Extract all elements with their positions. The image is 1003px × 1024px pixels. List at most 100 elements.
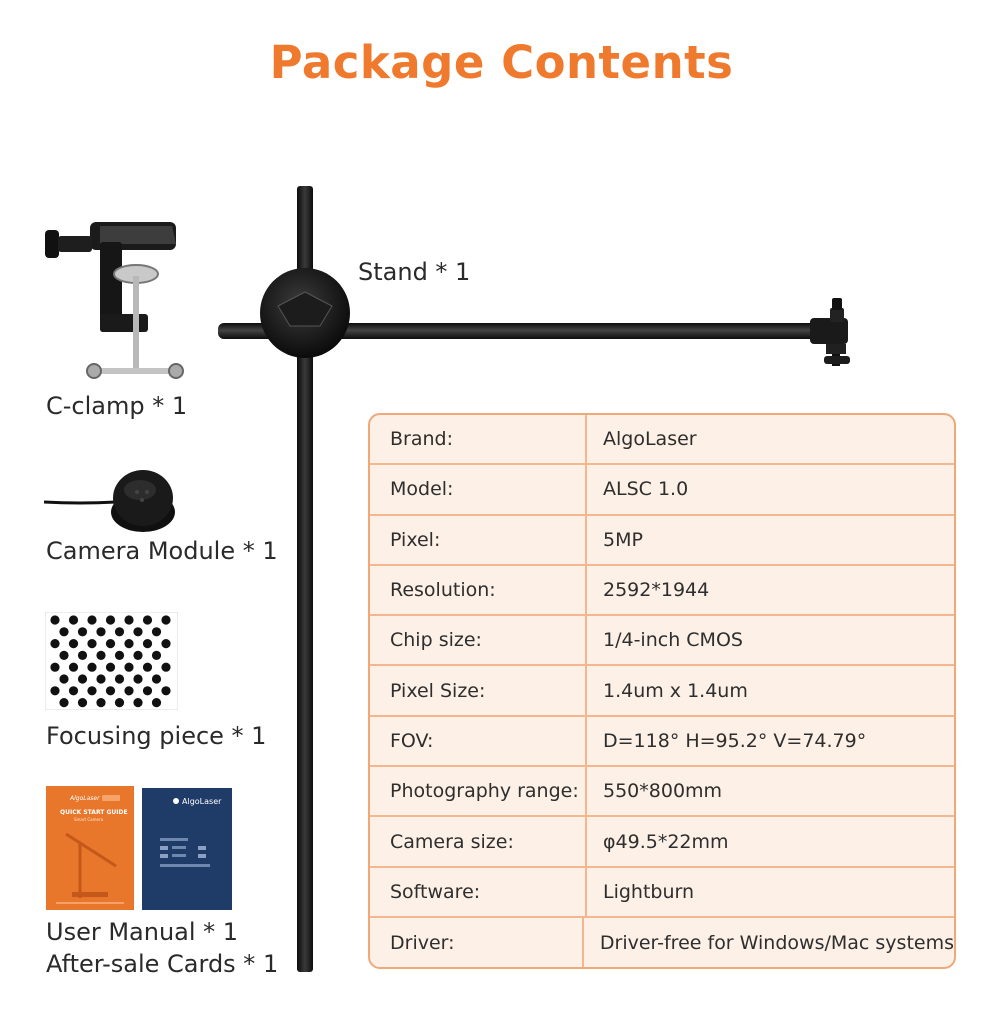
focusing-dot (68, 662, 79, 672)
spec-value: 5MP (603, 528, 643, 551)
focusing-dot (77, 674, 88, 684)
spec-row-software: Software: Lightburn (370, 867, 954, 918)
focusing-dot (50, 615, 60, 625)
camera-module-image (43, 470, 175, 532)
manual-brand: AlgoLaser (69, 795, 100, 802)
spec-value: 550*800mm (603, 780, 723, 803)
focusing-dot (77, 698, 88, 708)
spec-value: 1.4um x 1.4um (603, 679, 748, 702)
spec-value: Driver-free for Windows/Mac systems (599, 932, 954, 955)
spec-value: AlgoLaser (603, 428, 697, 451)
spec-key: Driver: (370, 917, 584, 967)
focusing-dot (161, 662, 171, 672)
focusing-dot (68, 686, 79, 696)
spec-row-chip-size: Chip size: 1/4-inch CMOS (370, 616, 954, 667)
focusing-dot (87, 639, 97, 649)
spec-row-driver: Driver: Driver-free for Windows/Mac syst… (370, 917, 954, 967)
camera-module-label: Camera Module * 1 (46, 537, 278, 565)
focusing-dot (59, 698, 69, 708)
focusing-dot (87, 686, 97, 696)
focusing-dot (105, 615, 116, 625)
focusing-piece-label: Focusing piece * 1 (46, 722, 267, 750)
card-brand: AlgoLaser (182, 797, 222, 806)
focusing-dot (133, 650, 143, 660)
spec-value: D=118° H=95.2° V=74.79° (603, 729, 867, 752)
spec-key: Pixel: (370, 515, 587, 564)
focusing-dot (87, 662, 97, 672)
spec-key: Camera size: (370, 817, 587, 866)
focusing-dot (59, 627, 69, 637)
focusing-dot (161, 615, 171, 625)
c-clamp-image (45, 222, 184, 379)
spec-value: Lightburn (603, 880, 695, 903)
focusing-dot (59, 674, 69, 684)
focusing-dot (59, 650, 69, 660)
focusing-dot (105, 686, 116, 696)
focusing-dot (114, 698, 125, 708)
spec-key: Resolution: (370, 565, 587, 615)
focusing-dot (142, 662, 153, 672)
spec-table: Brand: AlgoLaser Model: ALSC 1.0 Pixel: … (368, 413, 956, 969)
focusing-dot (77, 627, 88, 637)
focusing-dot (124, 639, 134, 649)
focusing-dot (161, 639, 171, 649)
focusing-dot (96, 698, 106, 708)
stand-label: Stand * 1 (358, 258, 471, 286)
spec-key: Pixel Size: (370, 666, 587, 715)
focusing-dot (133, 627, 143, 637)
spec-row-camera-size: Camera size: φ49.5*22mm (370, 817, 954, 868)
focusing-dot (151, 674, 162, 684)
spec-key: Model: (370, 465, 587, 514)
focusing-dot (77, 650, 88, 660)
spec-key: Brand: (370, 415, 587, 464)
stand-illustration (218, 186, 850, 972)
spec-key: Chip size: (370, 616, 587, 665)
focusing-dot (124, 662, 134, 672)
focusing-dot (124, 615, 134, 625)
spec-key: Photography range: (370, 767, 587, 816)
after-sale-cards-label: After-sale Cards * 1 (46, 950, 279, 978)
focusing-dot (68, 639, 79, 649)
focusing-dot (151, 627, 162, 637)
spec-row-pixel: Pixel: 5MP (370, 515, 954, 566)
focusing-dot (142, 686, 153, 696)
focusing-dot (151, 650, 162, 660)
spec-value: 2592*1944 (603, 579, 710, 602)
focusing-dot (142, 639, 153, 649)
spec-value: 1/4-inch CMOS (603, 629, 743, 652)
focusing-dot (124, 686, 134, 696)
focusing-dot (161, 686, 171, 696)
focusing-dot (68, 615, 79, 625)
focusing-dot (133, 698, 143, 708)
focusing-dot (96, 627, 106, 637)
spec-value: φ49.5*22mm (603, 830, 729, 853)
focusing-dot (50, 686, 60, 696)
spec-row-fov: FOV: D=118° H=95.2° V=74.79° (370, 716, 954, 768)
focusing-dot (96, 674, 106, 684)
manual-title: QUICK START GUIDE (60, 809, 128, 816)
focusing-dot (87, 615, 97, 625)
focusing-dot (151, 698, 162, 708)
focusing-dot (114, 627, 125, 637)
spec-row-pixel-size: Pixel Size: 1.4um x 1.4um (370, 666, 954, 717)
focusing-dot (133, 674, 143, 684)
after-sale-card-image: AlgoLaser (142, 788, 232, 910)
user-manual-image: AlgoLaser QUICK START GUIDE Smart Camera (46, 786, 134, 910)
focusing-dot (50, 639, 60, 649)
focusing-dot (114, 650, 125, 660)
spec-row-resolution: Resolution: 2592*1944 (370, 565, 954, 617)
manual-subtitle: Smart Camera (74, 817, 104, 822)
spec-key: Software: (370, 867, 587, 916)
focusing-dot (105, 639, 116, 649)
focusing-dot (105, 662, 116, 672)
spec-value: ALSC 1.0 (603, 478, 689, 501)
page-title: Package Contents (269, 36, 734, 89)
user-manual-label: User Manual * 1 (46, 918, 239, 946)
spec-row-model: Model: ALSC 1.0 (370, 465, 954, 516)
focusing-dot (50, 662, 60, 672)
spec-row-photography-range: Photography range: 550*800mm (370, 767, 954, 818)
spec-key: FOV: (370, 716, 587, 766)
focusing-dot (114, 674, 125, 684)
c-clamp-label: C-clamp * 1 (46, 392, 188, 420)
spec-row-brand: Brand: AlgoLaser (370, 415, 954, 466)
